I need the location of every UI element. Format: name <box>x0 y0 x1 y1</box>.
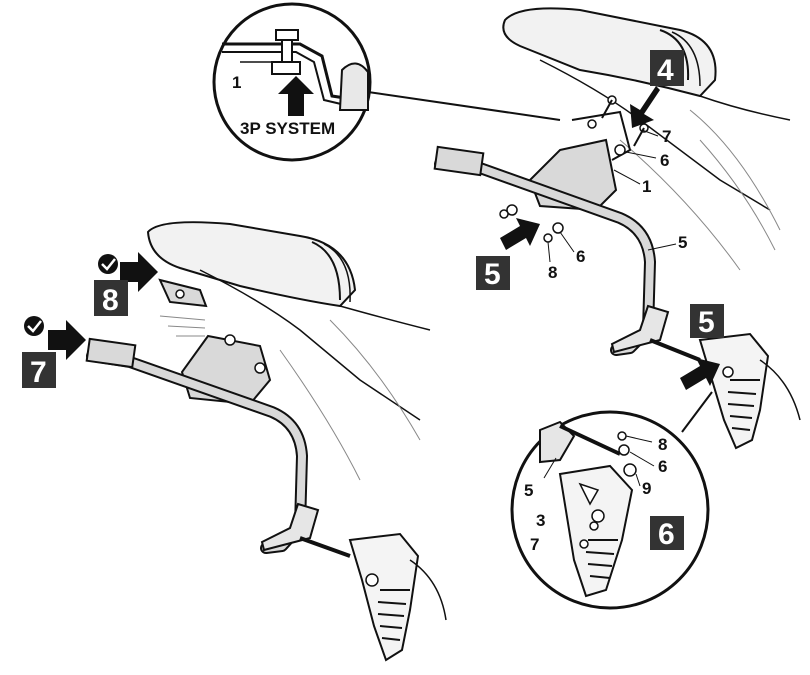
arrow-icon <box>500 218 540 250</box>
step-badge-6 <box>650 516 684 550</box>
checkmark-icon <box>24 316 44 336</box>
part-label-6: 6 <box>660 151 669 170</box>
inset-3p-system: 1 3P SYSTEM <box>212 2 372 162</box>
part-label-1: 1 <box>642 177 651 196</box>
arrow-icon <box>680 358 720 390</box>
inset-leader-line <box>681 391 713 433</box>
system-caption: 3P SYSTEM <box>240 119 335 138</box>
step-badge-8 <box>94 280 128 316</box>
part-label-7: 7 <box>662 127 671 146</box>
right-assembly: 4 5 5 7 6 1 5 6 8 <box>433 7 801 450</box>
arrow-icon <box>48 320 86 360</box>
inset-footpeg-detail: 8 6 9 5 3 7 6 <box>510 410 710 610</box>
step-badge-4 <box>650 50 684 86</box>
arrow-icon <box>630 86 660 128</box>
step-badge-5-right <box>690 304 724 338</box>
part-label-5: 5 <box>678 233 687 252</box>
part-label-8: 8 <box>548 263 557 282</box>
step-badge-6-number: 6 <box>658 518 675 551</box>
arrow-icon <box>120 252 158 292</box>
part-label-7: 7 <box>530 535 539 554</box>
part-label-8: 8 <box>658 435 667 454</box>
step-badge-8-number: 8 <box>102 284 119 317</box>
part-label-9: 9 <box>642 479 651 498</box>
left-assembly: 8 7 <box>22 221 447 662</box>
step-badge-5-left-number: 5 <box>484 258 501 291</box>
step-badge-7 <box>22 352 56 388</box>
inset-leader-line <box>367 91 561 121</box>
step-badge-5-right-number: 5 <box>698 306 715 339</box>
part-label-5: 5 <box>524 481 533 500</box>
step-badge-7-number: 7 <box>30 356 47 389</box>
checkmark-icon <box>98 254 118 274</box>
part-label-6: 6 <box>658 457 667 476</box>
inset-part-label-1: 1 <box>232 73 241 92</box>
part-label-3: 3 <box>536 511 545 530</box>
step-badge-5-left <box>476 256 510 290</box>
step-badge-4-number: 4 <box>657 54 674 87</box>
part-label-6: 6 <box>576 247 585 266</box>
